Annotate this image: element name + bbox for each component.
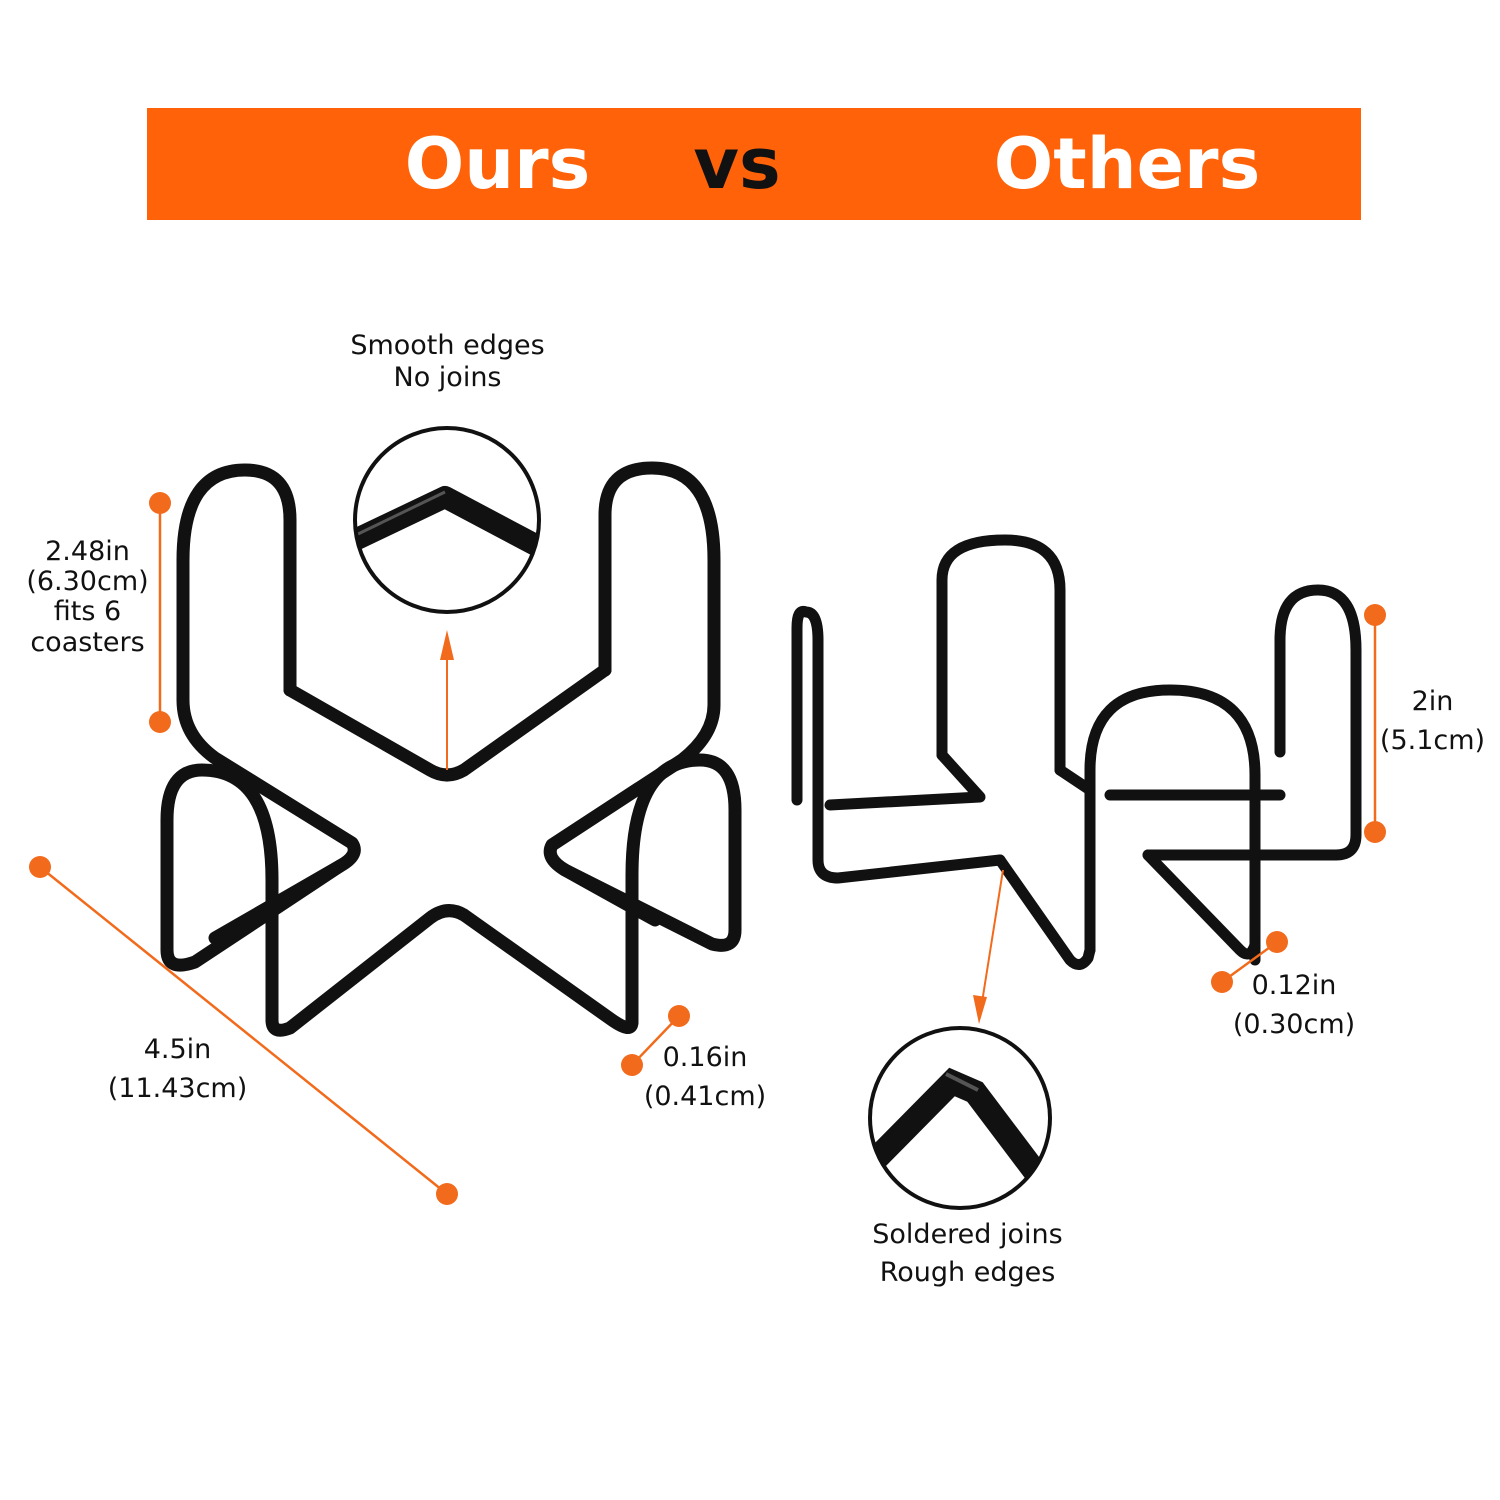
banner-ours-label: Ours: [404, 123, 591, 205]
ours-front-left-arm: [160, 763, 347, 1027]
others-height-line1: 2in: [1411, 686, 1454, 717]
others-callout-line1: Soldered joins: [872, 1219, 1063, 1250]
ours-wire-dot-end: [668, 1005, 690, 1027]
ours-wire-dimension: [621, 1005, 690, 1076]
ours-height-dot-bottom: [149, 711, 171, 733]
ours-height-line2: (6.30cm): [26, 566, 149, 598]
banner-vs-label: vs: [693, 123, 781, 205]
others-callout-line2: Rough edges: [879, 1256, 1056, 1288]
others-left-arch: [791, 605, 1006, 884]
ours-width-label: 4.5in (11.43cm): [95, 1030, 260, 1108]
others-height-label: 2in (5.1cm): [1370, 682, 1495, 760]
ours-height-line4: coasters: [30, 626, 145, 658]
others-front-v: [994, 854, 1096, 970]
others-wire-line2: (0.30cm): [1232, 1009, 1356, 1041]
others-front-arch: [1084, 684, 1261, 966]
ours-callout-label: Smooth edges No joins: [330, 330, 565, 394]
banner-others-label: Others: [993, 123, 1261, 205]
ours-base: [265, 904, 639, 1037]
ours-center-v: [283, 663, 612, 782]
ours-callout-line1: Smooth edges: [350, 330, 545, 361]
ours-wire-dot-start: [621, 1054, 643, 1076]
ours-width-line2: (11.43cm): [107, 1073, 248, 1105]
others-wire-line1: 0.12in: [1251, 970, 1337, 1001]
ours-width-dimension: [29, 856, 458, 1205]
ours-back-left-arm: [176, 463, 361, 945]
others-wire-dot-start: [1211, 971, 1233, 993]
ours-front-right-arm: [558, 753, 742, 1029]
others-height-line2: (5.1cm): [1379, 725, 1486, 757]
others-back-arch: [936, 534, 1066, 776]
ours-wire-line2: (0.41cm): [643, 1081, 767, 1113]
others-zoom-circle: [868, 1026, 1052, 1210]
others-height-dot-bottom: [1364, 821, 1386, 843]
ours-wire-line1: 0.16in: [662, 1042, 748, 1073]
ours-callout-line2: No joins: [393, 361, 502, 393]
ours-back-right-arm: [543, 461, 721, 927]
others-wire-label: 0.12in (0.30cm): [1218, 966, 1370, 1044]
others-height-dot-top: [1364, 604, 1386, 626]
others-holder-wire: [791, 534, 1362, 970]
ours-holder-wire: [160, 461, 742, 1037]
ours-width-dot-start: [29, 856, 51, 878]
others-callout-label: Soldered joins Rough edges: [835, 1216, 1100, 1292]
others-wire-dot-end: [1266, 931, 1288, 953]
ours-height-dimension: [149, 492, 171, 733]
ours-width-dot-end: [436, 1183, 458, 1205]
ours-height-dot-top: [149, 492, 171, 514]
ours-zoom-circle: [353, 426, 541, 614]
comparison-banner: Ours vs Others: [147, 108, 1361, 220]
others-zoom-arrow: [973, 869, 1004, 1024]
ours-zoom-arrow: [440, 630, 454, 770]
ours-height-label: 2.48in (6.30cm) fits 6 coasters: [10, 536, 165, 658]
ours-height-line1: 2.48in: [45, 536, 130, 567]
others-height-dimension: [1364, 604, 1386, 843]
ours-height-line3: fits 6: [53, 596, 122, 628]
others-right-arch: [1229, 584, 1362, 861]
others-wire-dimension: [1211, 931, 1288, 993]
ours-wire-label: 0.16in (0.41cm): [630, 1038, 780, 1116]
ours-width-line1: 4.5in: [143, 1034, 212, 1065]
